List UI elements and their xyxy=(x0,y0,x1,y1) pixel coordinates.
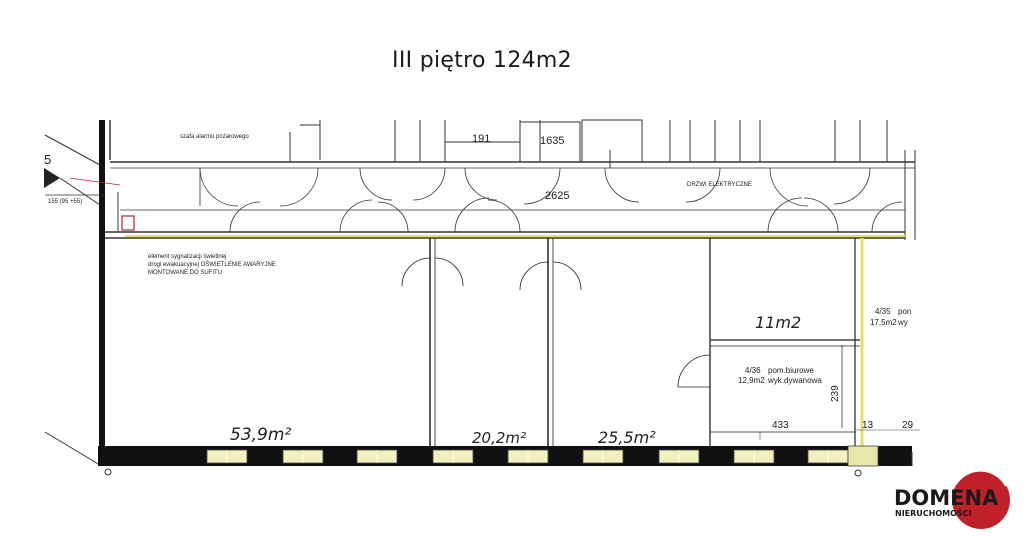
domena-logo: DOMENA NIERUCHOMOŚCI xyxy=(894,470,1010,529)
note-signal-line-3: MONTOWANE DO SUFITU xyxy=(148,270,222,276)
dimension-29: 29 xyxy=(902,420,914,431)
note-fire-alarm-cabinet: szafa alarmu pożarowego xyxy=(180,134,249,140)
room-4-35-floor: wy xyxy=(897,318,908,327)
corridor-dimension: 2625 xyxy=(545,190,569,202)
room-area-1: 53,9m² xyxy=(230,425,291,445)
page-title: III piętro 124m2 xyxy=(392,48,572,73)
note-left-dimension: 155 (95 +55) xyxy=(48,199,82,205)
room-area-2: 20,2m² xyxy=(472,429,526,447)
room-4-36-floor: wyk.dywanowa xyxy=(767,376,822,385)
note-electric-doors: DRZWI ELEKTRYCZNE xyxy=(687,182,752,188)
note-signal-line-2: drogi ewakuacyjnej OŚWIETLENIE AWARYJNE xyxy=(148,260,276,268)
door-label-5: 5 xyxy=(44,152,51,167)
dimension-433: 433 xyxy=(772,420,789,431)
room-4-35-code: 4/35 xyxy=(875,307,891,316)
dimension-1635: 1635 xyxy=(540,135,564,147)
room-4-35-area: 17,5m2 xyxy=(870,318,897,327)
note-signal-line-1: element sygnalizacji świetlnej xyxy=(148,254,226,260)
room-area-3: 25,5m² xyxy=(598,428,656,447)
room-4-36-name: pom.biurowe xyxy=(768,366,814,375)
logo-sub: NIERUCHOMOŚCI xyxy=(895,507,972,518)
dimension-13: 13 xyxy=(862,420,874,431)
room-4-35-line2: pon xyxy=(898,307,911,316)
dimension-191: 191 xyxy=(472,133,490,145)
room-4-36-code: 4/36 xyxy=(745,366,761,375)
dimension-239: 239 xyxy=(830,385,841,402)
logo-brand: DOMENA xyxy=(894,486,999,510)
room-area-11: 11m2 xyxy=(755,313,801,332)
room-4-36-area: 12,9m2 xyxy=(738,376,765,385)
